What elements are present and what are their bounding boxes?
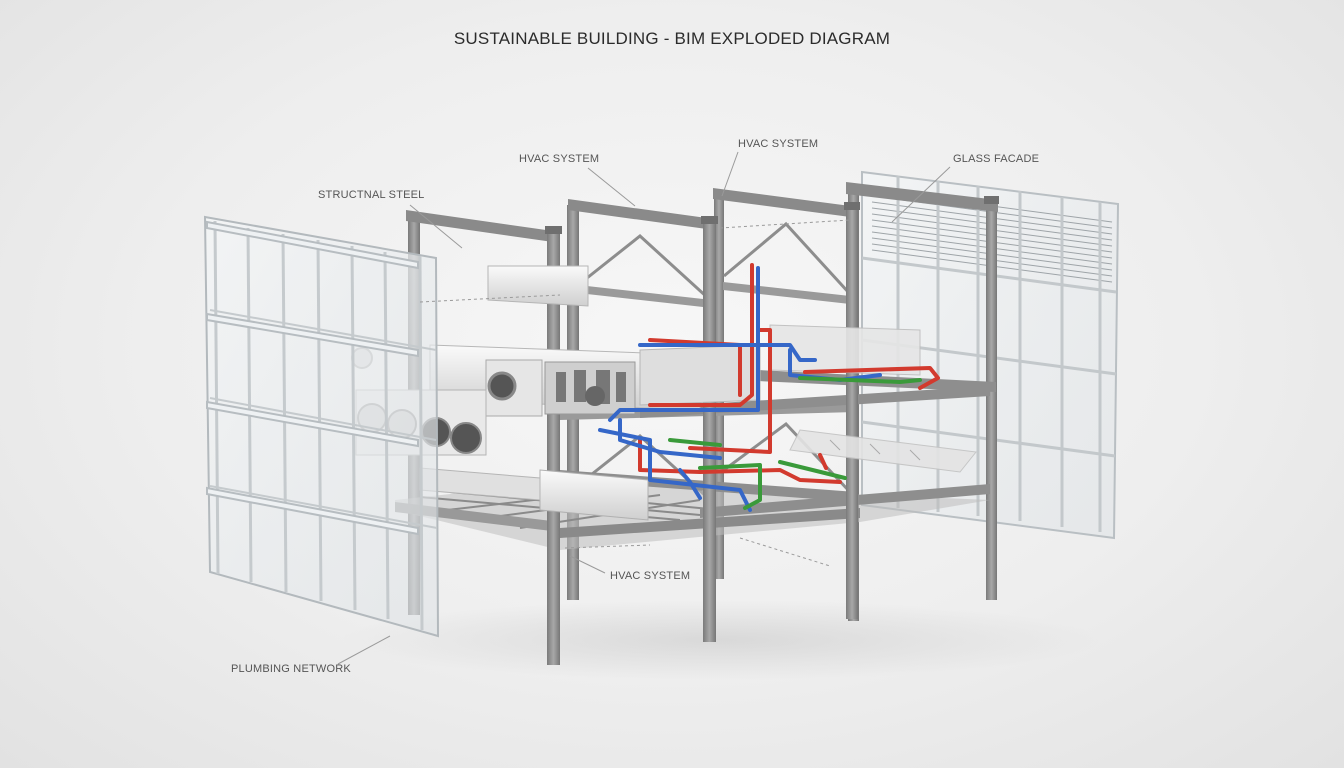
label-hvac-system-bottom: HVAC SYSTEM <box>610 570 691 582</box>
diagram-title: SUSTAINABLE BUILDING - BIM EXPLODED DIAG… <box>453 29 891 48</box>
label-structural-steel: STRUCTNAL STEEL <box>318 189 425 201</box>
label-plumbing-network: PLUMBING NETWORK <box>231 663 351 675</box>
glass-facade-left <box>203 215 440 638</box>
label-glass-facade: GLASS FACADE <box>953 153 1040 165</box>
label-hvac-system-top-left: HVAC SYSTEM <box>519 153 600 165</box>
leader-lines <box>337 151 951 665</box>
ground-shadow <box>340 600 1100 680</box>
plumbing-pipes <box>598 263 940 512</box>
label-hvac-system-top-right: HVAC SYSTEM <box>738 138 819 150</box>
